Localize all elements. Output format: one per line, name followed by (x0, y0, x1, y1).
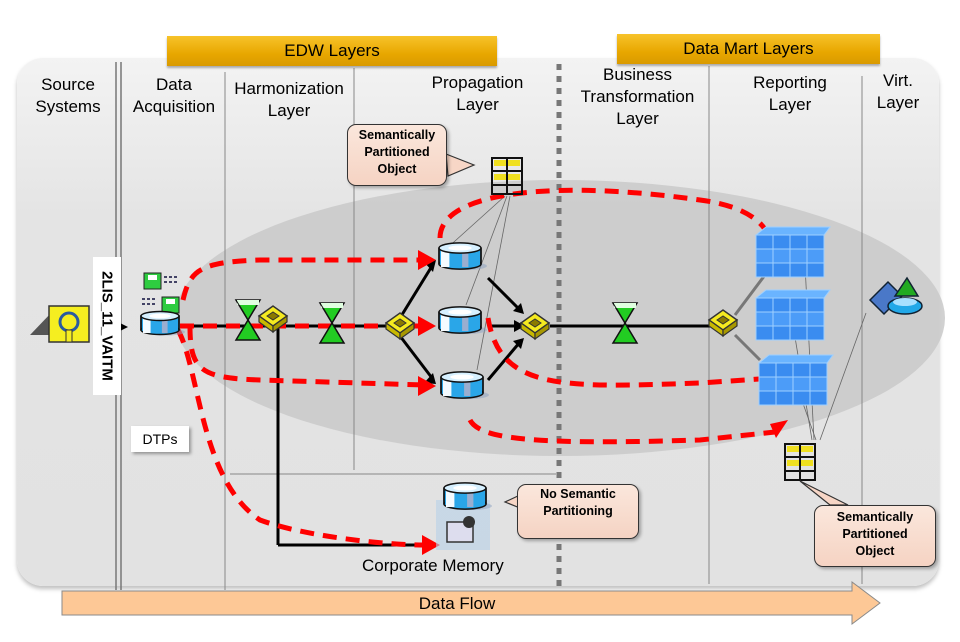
corporate-memory-icon[interactable] (436, 482, 492, 550)
column-header-virtual: Virt.Layer (876, 71, 920, 112)
infocube-icon[interactable] (757, 354, 834, 406)
dashed-flows (175, 187, 776, 548)
infosource-icon[interactable] (707, 309, 739, 338)
datasource-label: 2LIS_11_VAITM (93, 257, 121, 395)
multiprovider-icon[interactable] (868, 276, 923, 316)
transformation-icon[interactable] (318, 302, 346, 344)
data-mart-layers-banner: Data Mart Layers (617, 34, 880, 64)
edw-layers-banner: EDW Layers (167, 36, 497, 66)
infocube-icon[interactable] (754, 226, 831, 278)
transformation-icon[interactable] (234, 299, 262, 341)
data-flow-label: Data Flow (418, 594, 496, 613)
psa-database-icon[interactable] (140, 310, 185, 336)
transformation-icon[interactable] (611, 302, 639, 344)
callout-tail (799, 480, 849, 506)
infosource-icon[interactable] (519, 312, 551, 341)
semantic-partition-icon[interactable] (491, 157, 523, 195)
grey-flow-lines (733, 274, 767, 362)
datasource-icon[interactable] (30, 305, 90, 343)
propagation-dso-icon[interactable] (440, 371, 489, 399)
dtps-label: DTPs (131, 426, 189, 452)
psa-save-icons (142, 272, 180, 314)
callout-tail (445, 153, 476, 177)
data-flow-arrow (61, 581, 881, 625)
infosource-icon[interactable] (257, 305, 289, 334)
infocube-icon[interactable] (754, 289, 831, 341)
corporate-memory-label: Corporate Memory (362, 556, 504, 575)
semantic-partition-icon[interactable] (784, 443, 816, 481)
propagation-dso-icon[interactable] (438, 242, 487, 270)
infosource-icon[interactable] (384, 312, 416, 341)
propagation-dso-icon[interactable] (438, 306, 487, 334)
